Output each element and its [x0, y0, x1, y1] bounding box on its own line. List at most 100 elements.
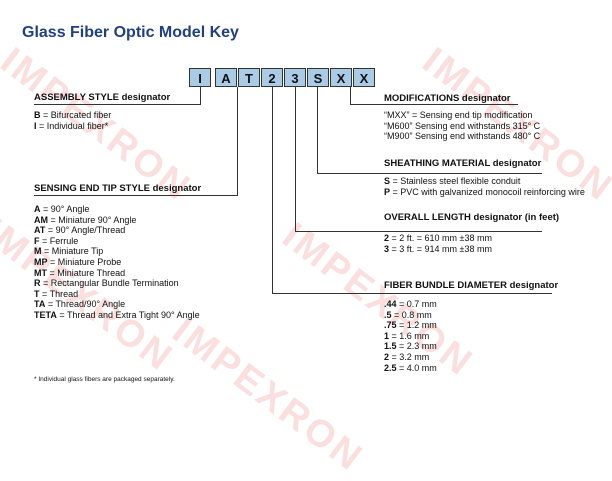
list-item: T = Thread [34, 289, 200, 300]
connector-line [295, 231, 542, 232]
designator-code: T [34, 288, 40, 299]
list-item: 2 = 3.2 mm [384, 352, 437, 363]
designator-description: = Thread [39, 288, 79, 299]
designator-description: = 3 ft. = 914 mm ±38 mm [389, 243, 492, 254]
designator-code: 2 [384, 351, 390, 362]
designator-description: = Miniature Thread [47, 267, 126, 278]
model-box: 3 [284, 68, 306, 87]
designator-code: .44 [384, 299, 397, 309]
designator-code: M [34, 246, 42, 257]
list-item: .44 = 0.7 mm [384, 299, 437, 310]
designator-code: TETA [34, 309, 57, 320]
sheathing-material-list: S = Stainless steel flexible conduit P =… [384, 176, 585, 197]
connector-line [34, 104, 201, 105]
list-item: TETA = Thread and Extra Tight 90° Angle [34, 310, 200, 321]
designator-description: = Thread/90° Angle [45, 299, 126, 310]
connector-line [317, 87, 318, 173]
designator-description: = Rectangular Bundle Termination [40, 278, 179, 289]
assembly-style-list: B = Bifurcated fiber I = Individual fibe… [34, 110, 111, 131]
list-item: 1 = 1.6 mm [384, 331, 437, 342]
designator-code: AT [34, 225, 46, 236]
list-item: .75 = 1.2 mm [384, 320, 437, 331]
connector-line [350, 104, 518, 105]
model-box: T [238, 68, 260, 87]
list-item: “M600” Sensing end withstands 315° C [384, 121, 540, 132]
list-item: AT = 90° Angle/Thread [34, 225, 200, 236]
connector-line [272, 87, 273, 293]
list-item: 1.5 = 2.3 mm [384, 341, 437, 352]
designator-code: .75 [384, 320, 397, 331]
designator-code: 3 [384, 243, 390, 254]
footnote: * Individual glass fibers are packaged s… [34, 376, 175, 383]
list-item: 3 = 3 ft. = 914 mm ±38 mm [384, 244, 492, 255]
list-item: TA = Thread/90° Angle [34, 299, 200, 310]
list-item: .5 = 0.8 mm [384, 310, 437, 321]
connector-line [317, 173, 542, 174]
connector-line [34, 195, 238, 196]
designator-description: = 1.6 mm [389, 330, 430, 341]
sensing-end-list: A = 90° Angle AM = Miniature 90° Angle A… [34, 204, 200, 321]
designator-code: F [34, 235, 40, 246]
designator-code: AM [34, 214, 48, 225]
designator-description: = 90° Angle [40, 204, 90, 214]
modifications-header: MODIFICATIONS designator [384, 93, 511, 104]
list-item: P = PVC with galvanized monocoil reinfor… [384, 187, 585, 198]
designator-code: MT [34, 267, 47, 278]
designator-description: = 2.3 mm [396, 341, 437, 352]
list-item: A = 90° Angle [34, 204, 200, 215]
sensing-end-header: SENSING END TIP STYLE designator [34, 183, 202, 194]
designator-description: = Thread and Extra Tight 90° Angle [56, 309, 200, 320]
connector-line [350, 87, 351, 104]
designator-code: S [384, 176, 391, 186]
model-box: 2 [261, 68, 283, 87]
connector-line [272, 293, 552, 294]
designator-description: “MXX” = Sensing end tip modification [384, 110, 533, 120]
designator-code: B [34, 110, 41, 120]
list-item: I = Individual fiber* [34, 121, 111, 132]
designator-code: 1.5 [384, 341, 397, 352]
model-box: S [307, 68, 329, 87]
page-title: Glass Fiber Optic Model Key [22, 24, 239, 41]
designator-description: = Miniature Probe [47, 256, 122, 267]
list-item: MP = Miniature Probe [34, 257, 200, 268]
model-box: I [189, 68, 211, 87]
connector-line [237, 87, 238, 195]
designator-description: = 1.2 mm [396, 320, 437, 331]
designator-code: 2 [384, 233, 390, 243]
designator-description: = Ferrule [39, 235, 79, 246]
model-box: A [215, 68, 237, 87]
designator-code: P [384, 186, 391, 197]
designator-description: = 0.7 mm [396, 299, 437, 309]
designator-description: = PVC with galvanized monocoil reinforci… [390, 186, 585, 197]
connector-line [200, 87, 201, 104]
designator-description: = Stainless steel flexible conduit [390, 176, 521, 186]
list-item: “MXX” = Sensing end tip modification [384, 110, 540, 121]
designator-description: = 4.0 mm [396, 362, 437, 373]
list-item: 2.5 = 4.0 mm [384, 363, 437, 374]
designator-code: R [34, 278, 41, 289]
designator-description: = 0.8 mm [391, 309, 432, 320]
designator-description: = Bifurcated fiber [40, 110, 112, 120]
sheathing-material-header: SHEATHING MATERIAL designator [384, 158, 542, 169]
designator-description: = Miniature 90° Angle [48, 214, 137, 225]
designator-description: = Individual fiber* [36, 120, 109, 131]
list-item: MT = Miniature Thread [34, 268, 200, 279]
designator-code: MP [34, 256, 48, 267]
designator-description: = Miniature Tip [41, 246, 104, 257]
list-item: M = Miniature Tip [34, 246, 200, 257]
model-box: X [330, 68, 352, 87]
designator-description: = 2 ft. = 610 mm ±38 mm [389, 233, 492, 243]
designator-code: 1 [384, 330, 390, 341]
list-item: S = Stainless steel flexible conduit [384, 176, 585, 187]
assembly-style-header: ASSEMBLY STYLE designator [34, 92, 171, 103]
fiber-bundle-list: .44 = 0.7 mm .5 = 0.8 mm .75 = 1.2 mm 1 … [384, 299, 437, 373]
list-item: 2 = 2 ft. = 610 mm ±38 mm [384, 233, 492, 244]
overall-length-header: OVERALL LENGTH designator (in feet) [384, 212, 560, 223]
fiber-bundle-header: FIBER BUNDLE DIAMETER designator [384, 280, 559, 291]
designator-description: = 3.2 mm [389, 351, 430, 362]
connector-line [295, 87, 296, 231]
model-box: X [353, 68, 375, 87]
watermark: IMPEXRON [164, 310, 372, 480]
list-item: R = Rectangular Bundle Termination [34, 278, 200, 289]
designator-code: A [34, 204, 41, 214]
